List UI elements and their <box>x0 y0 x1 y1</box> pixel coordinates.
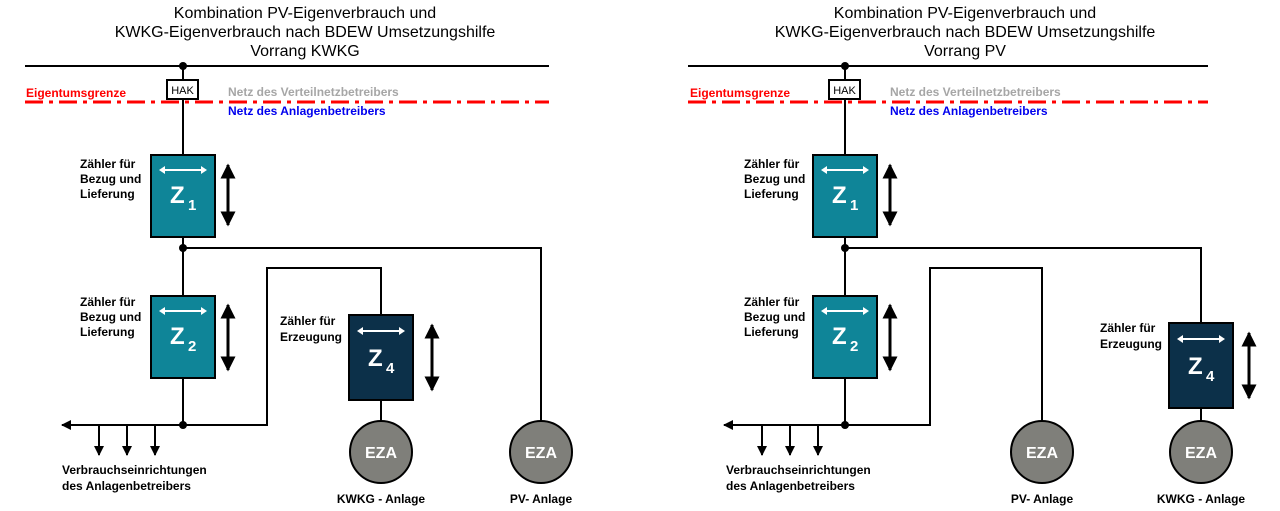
meter-caption: Bezug und <box>80 310 141 324</box>
grid-operator-label: Netz des Verteilnetzbetreibers <box>890 85 1061 99</box>
pv-branch-line <box>183 247 542 422</box>
meter-caption: Lieferung <box>80 325 135 339</box>
diagram-title-line2: KWKG-Eigenverbrauch nach BDEW Umsetzungs… <box>775 24 1156 41</box>
meter-z2: Z 2 <box>812 295 878 379</box>
meter-caption: Bezug und <box>744 172 805 186</box>
diagram-title-line1: Kombination PV-Eigenverbrauch und <box>834 5 1096 22</box>
kwkg-branch-line <box>845 247 1202 323</box>
meter-z1: Z 1 <box>150 154 216 238</box>
eza-circle <box>509 420 573 484</box>
meter-z1: Z 1 <box>812 154 878 238</box>
pv-branch-line <box>845 267 1043 426</box>
meter-caption: Erzeugung <box>280 330 342 344</box>
ownership-boundary-label: Eigentumsgrenze <box>26 86 126 100</box>
diagram-vorrang-kwkg: Kombination PV-Eigenverbrauch und KWKG-E… <box>25 5 573 506</box>
plant-operator-label: Netz des Anlagenbetreibers <box>228 104 386 118</box>
meter-caption: Zähler für <box>1100 321 1156 335</box>
hak-label: HAK <box>171 85 194 97</box>
meter-caption: Bezug und <box>80 172 141 186</box>
ownership-boundary-label: Eigentumsgrenze <box>690 86 790 100</box>
eza-caption: KWKG - Anlage <box>337 492 426 506</box>
diagram-vorrang-pv: Kombination PV-Eigenverbrauch und KWKG-E… <box>688 5 1257 506</box>
consumers-label: des Anlagenbetreibers <box>62 479 191 493</box>
meter-label: Z <box>1188 353 1203 380</box>
eza-label: EZA <box>1026 445 1058 462</box>
meter-caption: Bezug und <box>744 310 805 324</box>
meter-z4: Z 4 <box>348 314 414 401</box>
eza-circle <box>349 420 413 484</box>
diagram-title-line1: Kombination PV-Eigenverbrauch und <box>174 5 436 22</box>
consumers-label: des Anlagenbetreibers <box>726 479 855 493</box>
eza-label: EZA <box>525 445 557 462</box>
meter-subscript: 2 <box>188 338 196 355</box>
meter-caption: Zähler für <box>80 157 136 171</box>
diagram-title-line3: Vorrang PV <box>924 43 1006 60</box>
eza-circle <box>1010 420 1074 484</box>
meter-subscript: 1 <box>188 197 196 214</box>
meter-label: Z <box>832 182 847 209</box>
meter-subscript: 2 <box>850 338 858 355</box>
meter-subscript: 4 <box>386 360 395 377</box>
meter-caption: Erzeugung <box>1100 337 1162 351</box>
meter-label: Z <box>368 345 383 372</box>
eza-caption: KWKG - Anlage <box>1157 492 1246 506</box>
meter-caption: Zähler für <box>80 295 136 309</box>
meter-subscript: 4 <box>1206 368 1215 385</box>
meter-label: Z <box>170 323 185 350</box>
meter-caption: Zähler für <box>744 295 800 309</box>
eza-label: EZA <box>365 445 397 462</box>
eza-circle <box>1169 420 1233 484</box>
consumers-label: Verbrauchseinrichtungen <box>62 463 207 477</box>
eza-label: EZA <box>1185 445 1217 462</box>
meter-caption: Zähler für <box>744 157 800 171</box>
plant-operator-label: Netz des Anlagenbetreibers <box>890 104 1048 118</box>
eza-caption: PV- Anlage <box>1011 492 1074 506</box>
meter-label: Z <box>832 323 847 350</box>
kwkg-branch-line <box>183 267 382 426</box>
meter-caption: Zähler für <box>280 314 336 328</box>
meter-z2: Z 2 <box>150 295 216 379</box>
consumers-label: Verbrauchseinrichtungen <box>726 463 871 477</box>
eza-caption: PV- Anlage <box>510 492 573 506</box>
hak-label: HAK <box>833 85 856 97</box>
diagram-title-line3: Vorrang KWKG <box>250 43 359 60</box>
meter-subscript: 1 <box>850 197 858 214</box>
grid-operator-label: Netz des Verteilnetzbetreibers <box>228 85 399 99</box>
meter-z4: Z 4 <box>1168 322 1234 409</box>
meter-caption: Lieferung <box>744 325 799 339</box>
diagram-title-line2: KWKG-Eigenverbrauch nach BDEW Umsetzungs… <box>115 24 496 41</box>
meter-caption: Lieferung <box>80 187 135 201</box>
meter-label: Z <box>170 182 185 209</box>
meter-caption: Lieferung <box>744 187 799 201</box>
